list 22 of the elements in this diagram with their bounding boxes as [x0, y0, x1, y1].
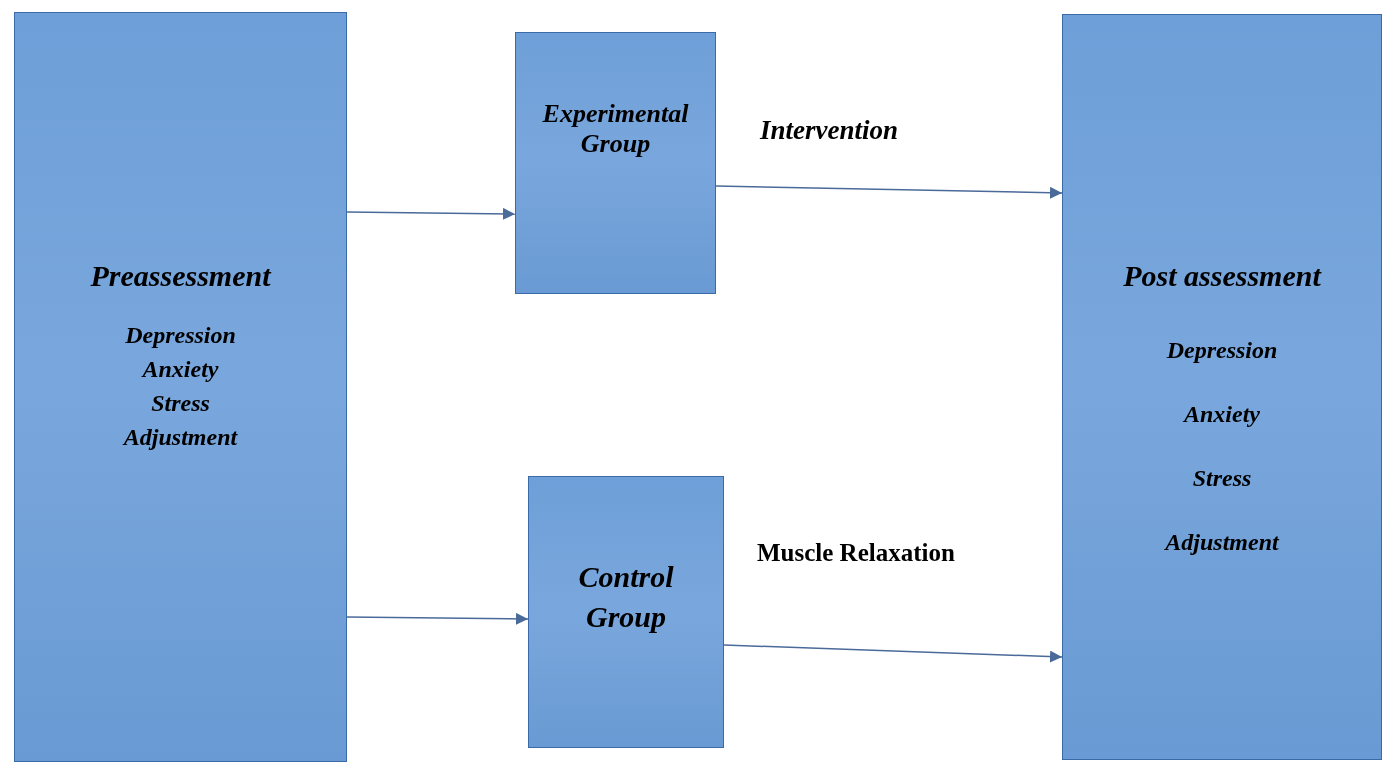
process-box — [515, 32, 716, 294]
arrow — [346, 612, 529, 625]
process-box — [1062, 14, 1382, 760]
arrow — [715, 185, 1063, 199]
arrow — [346, 207, 516, 220]
box-title: Experimental Group — [541, 99, 690, 159]
box-text: Adjustment — [121, 423, 239, 452]
box-title: Control Group — [577, 559, 675, 635]
box-text: Anxiety — [1182, 400, 1261, 429]
box-text: Depression — [124, 321, 237, 350]
process-box — [14, 12, 347, 762]
box-title: Preassessment — [89, 258, 273, 294]
box-text: Stress — [1191, 464, 1253, 493]
box-text: Adjustment — [1163, 528, 1281, 557]
box-text: Anxiety — [140, 355, 220, 384]
arrow — [723, 644, 1063, 663]
box-text: Depression — [1165, 336, 1279, 365]
box-text: Stress — [150, 389, 211, 418]
process-box — [528, 476, 724, 748]
box-title: Post assessment — [1122, 258, 1323, 294]
edge-label: Intervention — [760, 114, 899, 147]
edge-label: Muscle Relaxation — [757, 538, 955, 568]
